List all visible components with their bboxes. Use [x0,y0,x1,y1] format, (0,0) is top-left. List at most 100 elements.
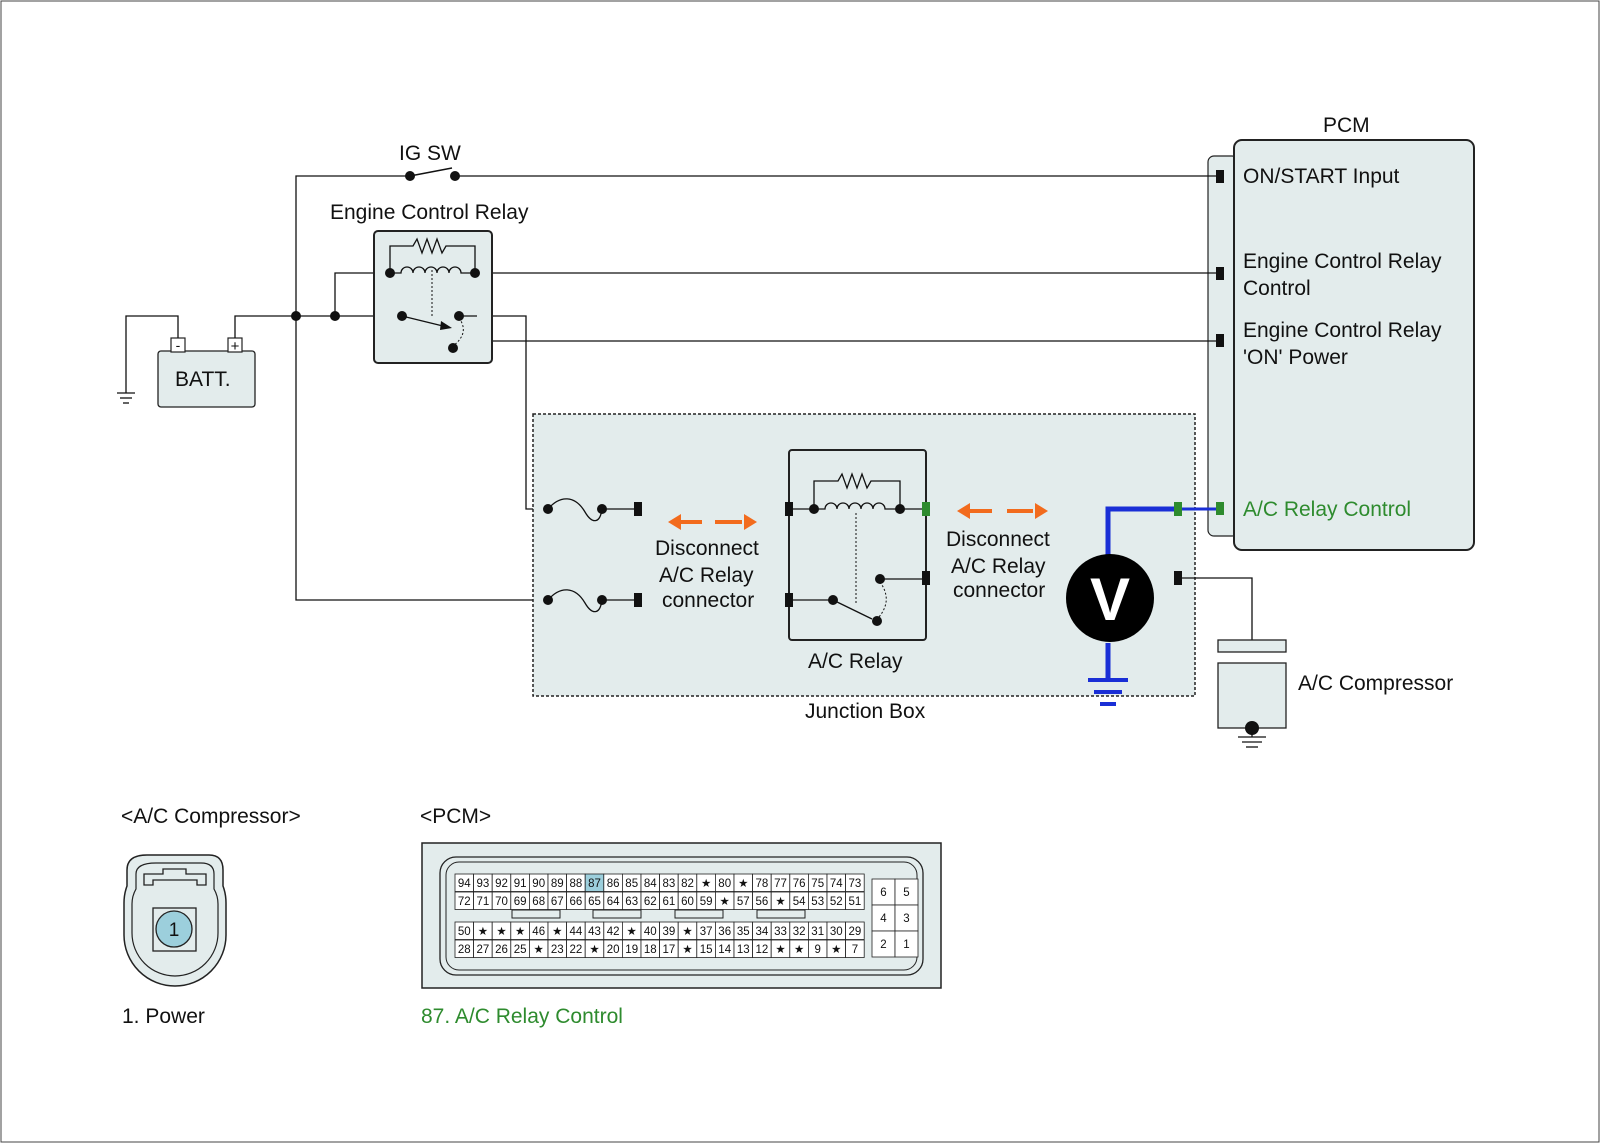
pcm-pin-number: 70 [495,896,508,908]
pcm-pin-on-start [1216,170,1224,183]
pcm-pin-number: ★ [701,878,711,890]
pcm-title: PCM [1323,114,1370,137]
pcm-pin-number: 86 [607,878,620,890]
b-plus-wire [234,315,402,338]
pcm-pin-number: 88 [570,878,583,890]
pcm-pin-number: 64 [607,896,620,908]
pcm-pin-number: 76 [793,878,806,890]
pcm-pin-number: 74 [830,878,843,890]
pcm-side-pin-cell [894,930,919,958]
ac-relay-coil [793,502,922,510]
pcm-connector-title: <PCM> [420,805,491,828]
pcm-pin-number: ★ [534,944,544,956]
jb-pin-ac-relay-control [1174,502,1182,516]
pcm-pin-number: 87 [588,878,601,890]
pcm-pin-number: 56 [756,896,769,908]
pcm-pin-number: ★ [496,926,506,938]
pcm-pin-number: 44 [570,926,583,938]
pcm-pin-number: 46 [532,926,545,938]
pcm-side-pin-number: 3 [903,913,909,925]
pcm-pin-number: 78 [756,878,769,890]
pcm-pin-number: ★ [682,926,692,938]
engine-control-relay: Engine Control Relay [330,201,529,364]
pcm-connector-key-slot [674,909,724,919]
pcm-pin-ac-relay-control [1216,502,1224,515]
jb-pin-compressor-feed [1174,571,1182,585]
pcm-pin-number: 82 [681,878,694,890]
disconnect-right-line-3: connector [953,579,1045,602]
pcm-pin-number: 30 [830,926,843,938]
pcm-pin-number: 17 [663,944,676,956]
pcm-pin-number: 27 [477,944,490,956]
ac-relay-label: A/C Relay [808,650,903,673]
pcm-side-pin-number: 1 [903,939,909,951]
pcm-pin-ecr-control [1216,267,1224,280]
pcm-side-pin-number: 6 [880,887,886,899]
pcm-pin-number: 90 [532,878,545,890]
coil-feed-wire [334,272,390,316]
disconnect-left-line-2: A/C Relay [659,564,754,587]
pcm-pin-number: 32 [793,926,806,938]
pcm-pin-number: 69 [514,896,527,908]
pcm-on-start-label: ON/START Input [1243,165,1400,188]
pcm-pin-number: 39 [663,926,676,938]
pcm-pin-number: ★ [738,878,748,890]
ig-sw-contact [409,167,453,177]
compressor-feed-wire [1182,577,1253,640]
lower-fuse-terminal [634,593,642,607]
pcm-pin-number: 14 [718,944,731,956]
pcm-pin-number: 35 [737,926,750,938]
pcm-pin-number: 62 [644,896,657,908]
pcm-pin-number: 63 [625,896,638,908]
pcm-pin-number: 15 [700,944,713,956]
pcm-pin-number: 67 [551,896,564,908]
lower-fuse [547,589,603,613]
pcm-pin-number: ★ [478,926,488,938]
battery: - + BATT. [117,315,256,408]
pcm-side-pin-number: 5 [903,887,909,899]
pcm-pin-number: ★ [682,944,692,956]
pcm-pin-number: 20 [607,944,620,956]
upper-fuse-terminal [634,502,642,516]
ac-compressor-pin-1 [155,910,193,948]
compressor-body [1217,662,1287,729]
pcm-pin-number: 40 [644,926,657,938]
pcm-pin-number: 34 [756,926,769,938]
disconnect-arrows-left [668,514,757,530]
pcm-pin-number: 52 [830,896,843,908]
pcm-pin-number: 25 [514,944,527,956]
compressor-clutch [1217,639,1287,653]
pcm-connector-key-slot [756,909,806,919]
pcm-pin-number: 68 [532,896,545,908]
pcm-pin-number: 57 [737,896,750,908]
disconnect-left-line-3: connector [662,589,754,612]
ac-relay-pin-power [785,502,793,516]
ac-compressor-pin-number: 1 [169,920,180,941]
pcm-pin-number: 71 [477,896,490,908]
pcm-pin-number: 75 [811,878,824,890]
junction-box-label: Junction Box [805,700,926,723]
ac-compressor-connector-view: <A/C Compressor> 1 1. Power [121,805,301,1028]
pcm-pin-number: 61 [663,896,676,908]
pcm-pin-number: 26 [495,944,508,956]
pcm-pin-number: 33 [774,926,787,938]
pcm-pin-number: 65 [588,896,601,908]
pcm-pin-number: ★ [720,896,730,908]
pcm-pin-cell [845,891,865,910]
pcm-pin-legend: 87. A/C Relay Control [421,1005,623,1028]
pcm-pin-number: 93 [477,878,490,890]
pcm-pin-number: 89 [551,878,564,890]
pcm-ecr-control-label-2: Control [1243,277,1311,300]
ac-relay-pin-switch-out [922,571,930,585]
ig-sw-label: IG SW [399,142,461,165]
pcm-pin-number: 60 [681,896,694,908]
pcm-pin-number: 18 [644,944,657,956]
battery-plus-sign: + [231,338,240,355]
pcm-pin-number: 7 [852,944,858,956]
pcm-ecr-on-power-label-2: 'ON' Power [1243,346,1348,369]
ac-compressor-connector-key [143,868,207,886]
ac-relay-box [788,449,927,641]
